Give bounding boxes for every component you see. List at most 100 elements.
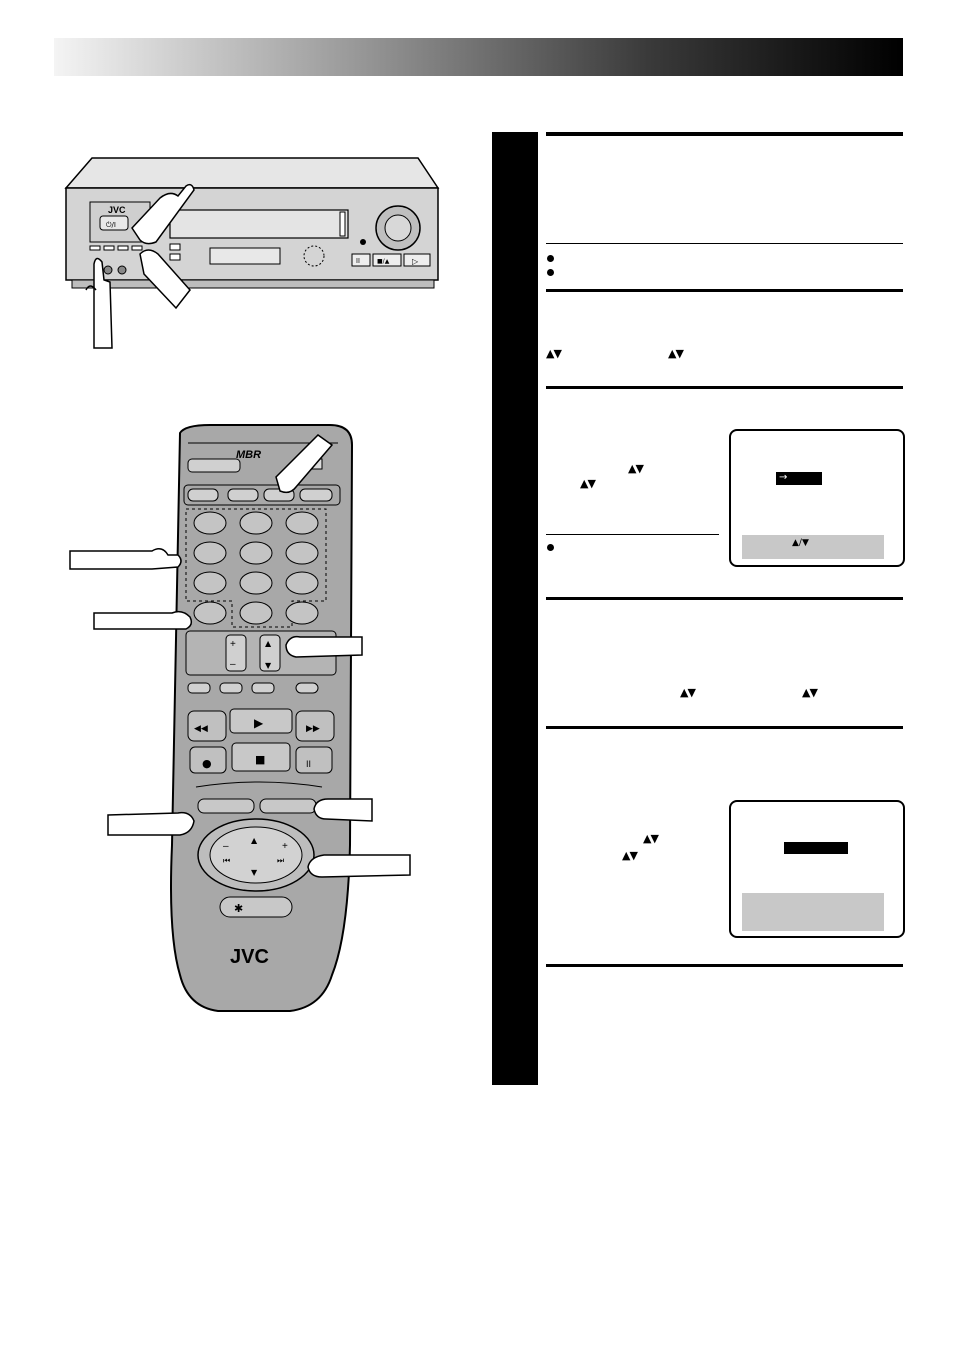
up-down-arrows-icon: ▲▼ [628,462,644,475]
skip-back-icon: ⏮ [223,856,230,865]
minus-label: – [230,659,236,670]
number-key[interactable] [239,601,273,625]
up-down-arrows-icon: ▲/▼ [792,538,809,548]
vcr-button[interactable] [131,245,143,251]
highlight-block: → [776,472,822,485]
pause-icon: II [306,759,311,769]
dial-minus-label: – [223,841,229,852]
volume-rocker[interactable] [225,634,247,672]
bullet-icon [547,269,554,276]
note-divider [546,534,719,535]
on-screen-display [729,800,905,938]
number-key[interactable] [193,571,227,595]
dial-up-icon: ▲ [251,836,258,845]
light-button[interactable] [219,896,293,918]
step-divider [546,597,903,600]
hand-icon [93,610,193,630]
hand-icon [307,854,411,878]
number-key[interactable] [239,571,273,595]
vcr-play-button[interactable] [403,253,431,267]
number-key[interactable] [193,601,227,625]
light-icon: ✱ [234,902,243,915]
hand-icon [85,257,113,349]
vcr-pause-button[interactable] [351,253,371,267]
step-divider [546,386,903,389]
up-down-arrows-icon: ▲▼ [668,347,684,360]
remote-button[interactable] [251,682,275,694]
up-down-arrows-icon: ▲▼ [622,849,638,862]
vcr-button[interactable] [103,245,115,251]
play-icon: ▶ [254,716,264,730]
up-down-arrows-icon: ▲▼ [802,686,818,699]
step-column [492,132,538,1085]
vcr-brand-logo: JVC [108,205,126,215]
up-down-arrows-icon: ▲▼ [580,477,596,490]
number-key[interactable] [285,601,319,625]
step-divider [546,964,903,967]
remote-button[interactable] [219,682,243,694]
number-key[interactable] [285,541,319,565]
screen-instruction-bar: ▲/▼ [742,535,884,559]
on-screen-display: → ▲/▼ [729,429,905,567]
play-button[interactable] [229,708,293,734]
up-down-arrows-icon: ▲▼ [680,686,696,699]
fast-forward-button[interactable] [295,710,335,742]
number-key[interactable] [193,541,227,565]
number-key[interactable] [193,511,227,535]
stop-icon: ■ [255,753,265,766]
record-indicator [360,239,366,245]
number-key[interactable] [285,511,319,535]
number-pad [193,511,319,625]
remote-button[interactable] [227,488,259,502]
number-key[interactable] [285,571,319,595]
remote-button[interactable] [187,682,211,694]
dial-plus-label: + [282,841,288,852]
hand-icon [131,183,195,245]
ok-button[interactable] [259,798,317,814]
down-arrow-icon: ▼ [265,661,272,670]
pause-label: II [356,258,360,265]
pause-button[interactable] [295,746,333,774]
remote-button[interactable] [299,488,333,502]
hand-icon [285,635,363,658]
up-down-arrows-icon: ▲▼ [546,347,562,360]
mbr-logo: MBR [236,449,261,461]
vcr-button[interactable] [89,245,101,251]
note-divider [546,243,903,244]
stop-eject-label: ■/▲ [377,258,390,265]
hand-icon [107,811,195,836]
number-key[interactable] [239,511,273,535]
vcr-stop-eject-button[interactable] [372,253,402,267]
rewind-icon: ◀◀ [194,724,208,734]
vcr-display [209,247,281,265]
play-label: ▷ [412,257,419,266]
dial-down-icon: ▼ [251,868,258,877]
up-down-arrows-icon: ▲▼ [643,832,659,845]
remote-illustration: MBR + – ▲ ▼ ◀◀ ▶ ▶▶ ● ■ II [69,424,411,1012]
channel-rocker[interactable] [259,634,281,672]
record-button[interactable] [189,746,227,774]
header-bar [54,38,903,76]
number-key[interactable] [239,541,273,565]
remote-button[interactable] [187,458,241,473]
remote-button[interactable] [295,682,319,694]
menu-button[interactable] [197,798,255,814]
rewind-button[interactable] [187,710,227,742]
remote-button[interactable] [187,488,219,502]
plus-label: + [230,639,236,650]
highlight-block [784,842,848,854]
hand-icon [69,548,182,570]
hand-icon [313,798,373,822]
stop-button[interactable] [231,742,291,772]
hand-icon [139,249,191,310]
vcr-jack [117,265,127,275]
vcr-button[interactable] [117,245,129,251]
hand-icon [275,434,334,494]
bullet-icon [547,544,554,551]
skip-forward-icon: ⏭ [277,856,284,865]
step-divider [546,289,903,292]
record-icon: ● [202,757,212,770]
step-divider [546,132,903,136]
bullet-icon [547,255,554,262]
fast-forward-icon: ▶▶ [306,724,320,734]
